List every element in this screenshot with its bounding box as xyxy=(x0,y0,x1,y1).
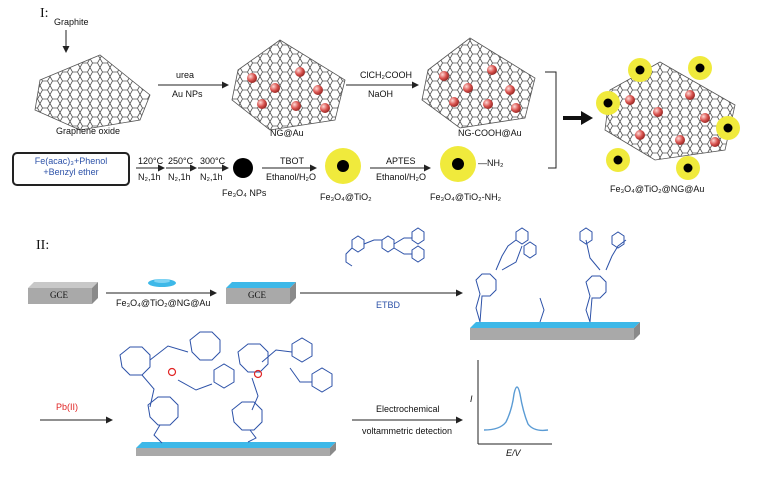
reagent-clch2cooh: ClCH₂COOH xyxy=(360,70,412,80)
au-nanoparticle xyxy=(320,103,330,113)
final-composite xyxy=(596,56,740,180)
au-nanoparticle xyxy=(635,130,645,140)
modifier-flake xyxy=(148,279,176,287)
au-nanoparticle xyxy=(483,99,493,109)
ng-cooh-au-label: NG-COOH@Au xyxy=(458,128,522,138)
reagent-ethanol-2: Ethanol/H₂O xyxy=(376,172,427,182)
final-composite-label: Fe₃O₄@TiO₂@NG@Au xyxy=(610,184,705,194)
pb-ion xyxy=(253,369,263,379)
au-nanoparticle xyxy=(463,83,473,93)
core-shell-particle xyxy=(716,116,740,140)
modifier-label: Fe₃O₄@TiO₂@NG@Au xyxy=(116,298,211,308)
step3-cond: N₂,1h xyxy=(200,172,223,182)
step1-cond: N₂,1h xyxy=(138,172,161,182)
au-nanoparticle xyxy=(247,73,257,83)
reagent-au-nps: Au NPs xyxy=(172,89,203,99)
au-nanoparticle xyxy=(675,135,685,145)
au-nanoparticle xyxy=(653,107,663,117)
ligand-chains xyxy=(475,227,627,323)
voltammogram-x-label: E/V xyxy=(506,448,521,458)
step2-temp: 250°C xyxy=(168,156,194,166)
merge-bracket xyxy=(545,71,557,169)
precursor-line-1: Fe(acac)₃+Phenol xyxy=(34,156,108,166)
fe3o4-tio2-nh2-particle xyxy=(440,146,476,182)
au-nanoparticle xyxy=(439,71,449,81)
step3-temp: 300°C xyxy=(200,156,226,166)
reagent-urea: urea xyxy=(176,70,195,80)
etbd-label: ETBD xyxy=(376,300,401,310)
nh2-group: —NH₂ xyxy=(478,158,504,168)
core-shell-particle xyxy=(596,91,620,115)
voltammogram-y-label: I xyxy=(470,394,473,404)
fe3o4-particle xyxy=(233,158,253,178)
au-nanoparticle xyxy=(505,85,515,95)
core-shell-particle xyxy=(688,56,712,80)
pb-label: Pb(II) xyxy=(56,402,79,412)
section-2-label: II: xyxy=(36,238,50,253)
precursor-box: Fe(acac)₃+Phenol +Benzyl ether xyxy=(12,152,130,186)
precursor-line-2: +Benzyl ether xyxy=(43,167,99,177)
reagent-tbot: TBOT xyxy=(280,156,304,166)
pb-ion xyxy=(167,367,177,377)
graphene-oxide-sheet xyxy=(34,54,151,131)
au-nanoparticle xyxy=(487,65,497,75)
voltammogram xyxy=(477,360,552,445)
au-nanoparticle xyxy=(313,85,323,95)
au-nanoparticle xyxy=(625,95,635,105)
modified-gce-electrode xyxy=(226,282,296,304)
fe3o4-tio2-particle xyxy=(325,148,361,184)
detect-line-2: voltammetric detection xyxy=(362,426,453,436)
bare-gce-electrode xyxy=(28,282,98,304)
au-nanoparticle xyxy=(710,137,720,147)
detect-line-1: Electrochemical xyxy=(376,404,440,414)
pb-complex-electrode xyxy=(136,442,336,456)
voltammogram-peak xyxy=(483,386,549,432)
au-nanoparticle xyxy=(270,83,280,93)
reagent-naoh: NaOH xyxy=(368,89,394,99)
etbd-molecule xyxy=(345,227,425,267)
fe3o4-tio2-label: Fe₃O₄@TiO₂ xyxy=(320,192,372,202)
gce-label-1: GCE xyxy=(50,290,68,300)
step2-cond: N₂,1h xyxy=(168,172,191,182)
au-nanoparticle xyxy=(700,113,710,123)
graphene-oxide-label: Graphene oxide xyxy=(56,126,121,136)
au-nanoparticle xyxy=(685,90,695,100)
ng-cooh-au-sheet xyxy=(421,37,536,129)
core-shell-particle xyxy=(628,58,652,82)
section-1-label: I: xyxy=(40,6,49,21)
merge-arrow-head xyxy=(581,111,593,125)
fe3o4-label: Fe₃O₄ NPs xyxy=(222,188,267,198)
graphite-label: Graphite xyxy=(54,17,89,27)
core-shell-particle xyxy=(676,156,700,180)
ng-au-label: NG@Au xyxy=(270,128,304,138)
au-nanoparticle xyxy=(295,67,305,77)
au-nanoparticle xyxy=(291,101,301,111)
au-nanoparticle xyxy=(257,99,267,109)
au-nanoparticle xyxy=(511,103,521,113)
step1-temp: 120°C xyxy=(138,156,164,166)
ligand-modified-electrode xyxy=(470,322,640,340)
gce-label-2: GCE xyxy=(248,290,266,300)
reagent-aptes: APTES xyxy=(386,156,416,166)
fe3o4-tio2-nh2-label: Fe₃O₄@TiO₂-NH₂ xyxy=(430,192,502,202)
ng-au-sheet xyxy=(231,39,346,131)
core-shell-particle xyxy=(606,148,630,172)
au-nanoparticle xyxy=(449,97,459,107)
reagent-ethanol-1: Ethanol/H₂O xyxy=(266,172,317,182)
pb-complex-ligands xyxy=(119,331,333,444)
